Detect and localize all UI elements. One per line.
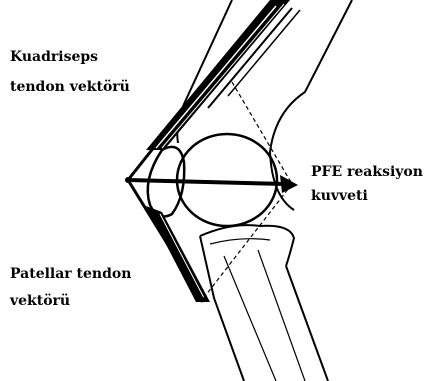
tibia bbox=[200, 225, 328, 381]
pfe-arrowhead bbox=[280, 175, 298, 193]
patellar-label-line2: vektörü bbox=[10, 291, 70, 311]
quadriceps-label-line1: Kuadriseps bbox=[10, 47, 98, 67]
patellar-vector bbox=[128, 180, 202, 300]
patellar-label-line1: Patellar tendon bbox=[10, 264, 131, 284]
pfe-label-line1: PFE reaksiyon bbox=[311, 162, 423, 182]
quadriceps-label-line2: tendon vektörü bbox=[10, 77, 130, 97]
pfe-label-line2: kuvveti bbox=[311, 186, 368, 206]
patellar-insertion-point bbox=[200, 298, 205, 303]
vector-origin bbox=[125, 177, 131, 183]
pfe-reaction-vector bbox=[128, 180, 286, 184]
